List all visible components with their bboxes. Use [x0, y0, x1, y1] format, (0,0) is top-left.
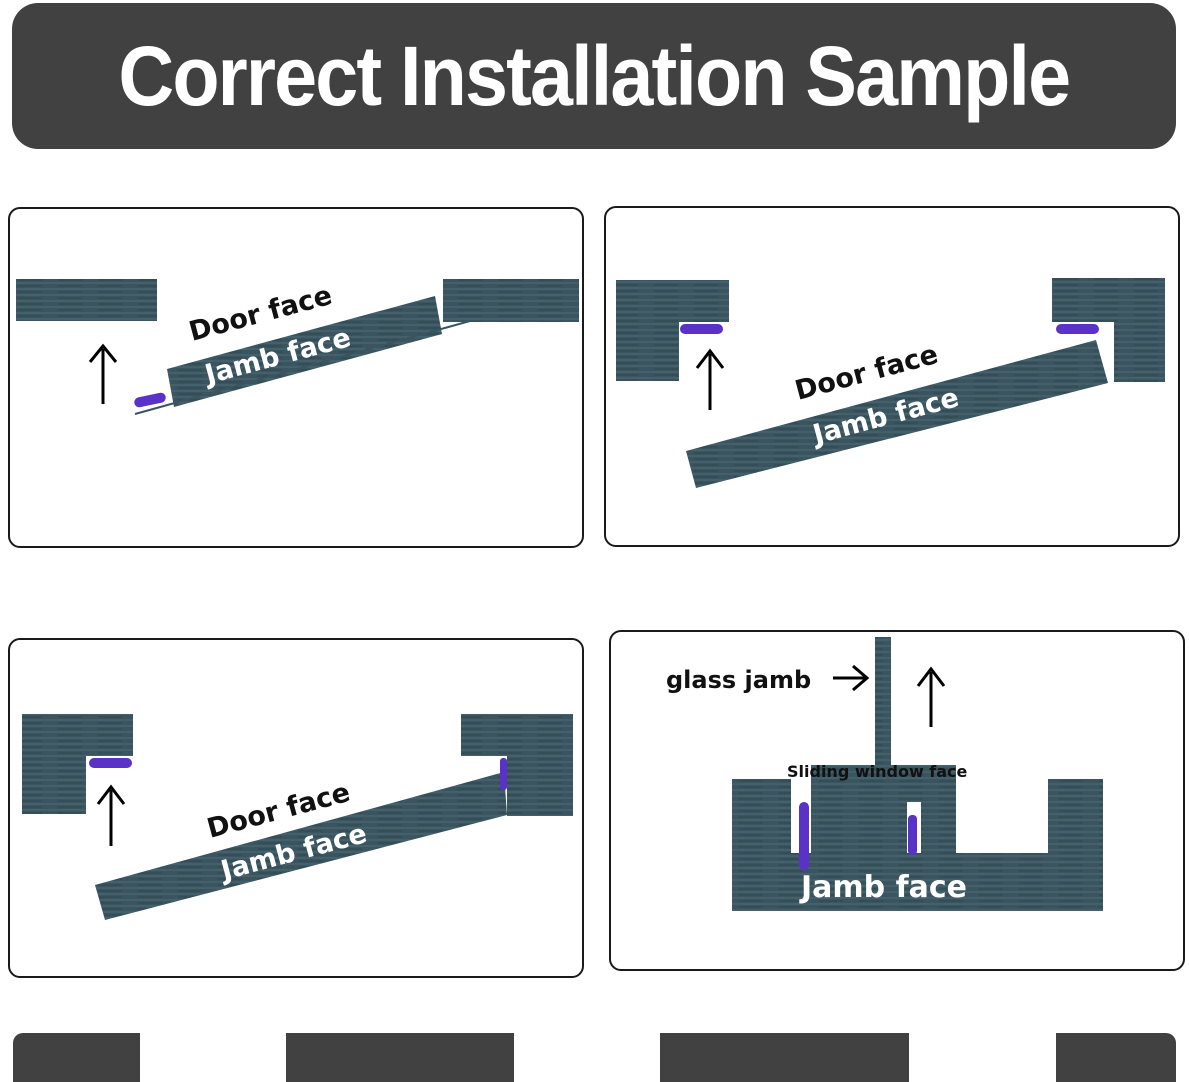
seal-strip-left: [799, 802, 809, 870]
seal-strip-right: [500, 758, 507, 790]
left-frame-block: [16, 279, 157, 321]
panel-4-drawing: glass jamb Sliding window face Jamb face: [666, 637, 1103, 911]
door-edge-line: [134, 320, 471, 415]
seal-strip-right: [908, 815, 917, 855]
footer-bar-1: [13, 1033, 140, 1082]
right-frame-block: [1052, 278, 1165, 382]
seal-strip-left: [89, 758, 132, 768]
seal-strip-right: [1056, 324, 1099, 334]
left-frame-block: [616, 280, 729, 381]
right-arrow-icon: [833, 664, 870, 692]
right-frame-block: [461, 714, 573, 816]
diagram-panel-1: Door face Jamb face: [8, 207, 584, 548]
glass-jamb-label: glass jamb: [666, 666, 811, 694]
footer-bar-2: [286, 1033, 514, 1082]
door-slab: [686, 340, 1108, 488]
diagram-panel-4: glass jamb Sliding window face Jamb face: [609, 630, 1185, 971]
page-title: Correct Installation Sample: [118, 28, 1072, 123]
footer-bar-4: [1056, 1033, 1176, 1082]
door-slab: [167, 296, 442, 407]
diagram-panel-3: Door face Jamb face: [8, 638, 584, 978]
up-arrow-icon: [695, 348, 725, 410]
sliding-window-sash: [811, 637, 956, 854]
up-arrow-icon: [88, 343, 118, 404]
seal-strip: [134, 392, 166, 408]
sliding-window-face-label: Sliding window face: [787, 762, 968, 781]
panel-2-drawing: Door face Jamb face: [616, 278, 1165, 488]
jamb-face-label: Jamb face: [799, 870, 967, 905]
title-banner: Correct Installation Sample: [12, 3, 1176, 149]
up-arrow-icon: [96, 784, 126, 846]
footer-bar-3: [660, 1033, 909, 1082]
up-arrow-icon: [916, 666, 946, 727]
door-slab: [95, 772, 507, 920]
seal-strip-left: [680, 324, 723, 334]
left-frame-block: [22, 714, 133, 814]
panel-3-drawing: Door face Jamb face: [22, 714, 573, 920]
jamb-channel: [732, 779, 1103, 911]
diagram-panel-2: Door face Jamb face: [604, 206, 1180, 547]
right-frame-block: [443, 279, 579, 322]
panel-1-drawing: Door face Jamb face: [16, 279, 579, 415]
